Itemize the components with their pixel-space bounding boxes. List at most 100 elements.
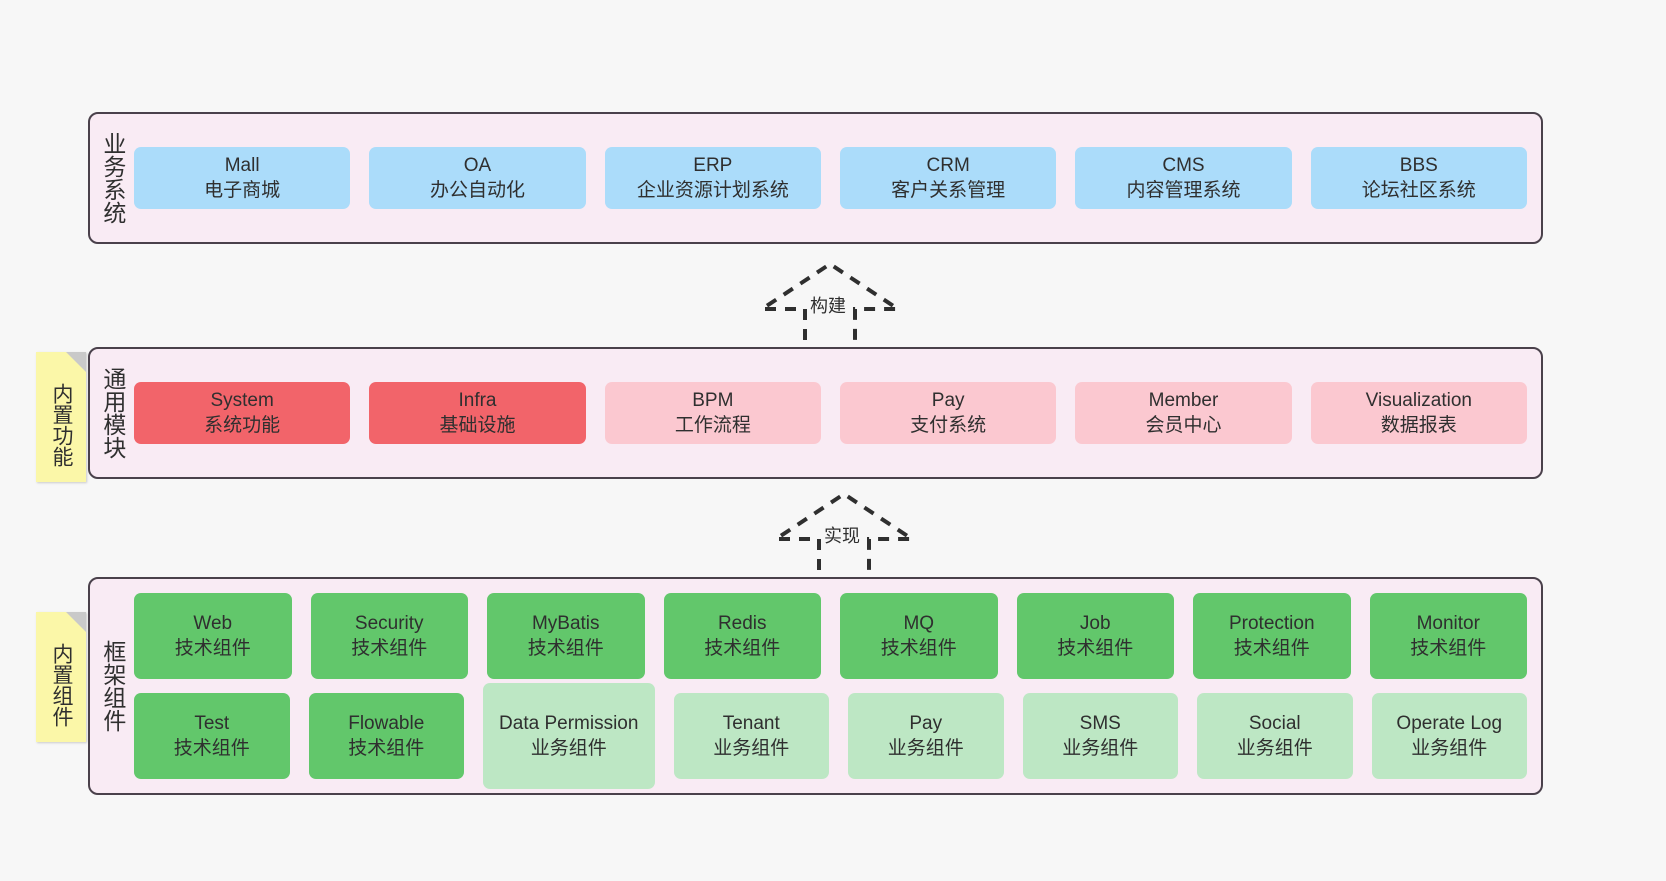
tier-business-system-row: Mall 电子商城 OA 办公自动化 ERP 企业资源计划系统 CRM 客户关系… (134, 146, 1527, 210)
card-erp-title: ERP (693, 154, 733, 176)
sticky-note-builtin-function-label: 内置功能 (49, 383, 73, 467)
card-protection-title: Protection (1228, 612, 1315, 634)
card-visualization[interactable]: Visualization 数据报表 (1310, 381, 1527, 445)
card-redis-title: Redis (717, 612, 767, 634)
card-flowable[interactable]: Flowable 技术组件 (308, 693, 464, 779)
arrow-build: 构建 (755, 261, 905, 342)
card-cms[interactable]: CMS 内容管理系统 (1075, 146, 1292, 210)
card-job-title: Job (1079, 612, 1111, 634)
card-protection[interactable]: Protection 技术组件 (1193, 593, 1351, 679)
card-pay-biz[interactable]: Pay 业务组件 (848, 693, 1004, 779)
card-data-permission-title: Data Permission (499, 712, 639, 734)
card-social[interactable]: Social 业务组件 (1197, 693, 1353, 779)
card-cms-title: CMS (1162, 154, 1205, 176)
card-mq-title: MQ (903, 612, 935, 634)
card-tenant[interactable]: Tenant 业务组件 (673, 693, 829, 779)
card-cms-subtitle: 内容管理系统 (1126, 180, 1241, 201)
card-visualization-title: Visualization (1365, 389, 1472, 411)
card-pay-biz-subtitle: 业务组件 (887, 738, 964, 759)
card-member[interactable]: Member 会员中心 (1075, 381, 1292, 445)
card-monitor[interactable]: Monitor 技术组件 (1369, 593, 1527, 679)
tier-framework-component-body: Web 技术组件 Security 技术组件 MyBatis 技术组件 Redi… (134, 579, 1541, 793)
card-oa-subtitle: 办公自动化 (429, 180, 525, 201)
card-oa[interactable]: OA 办公自动化 (369, 146, 586, 210)
card-redis-subtitle: 技术组件 (704, 638, 781, 659)
tier-framework-component-row-biz: Test 技术组件 Flowable 技术组件 Data Permission … (134, 683, 1527, 789)
card-sms[interactable]: SMS 业务组件 (1022, 693, 1178, 779)
card-pay[interactable]: Pay 支付系统 (839, 381, 1057, 445)
card-pay-subtitle: 支付系统 (910, 415, 987, 436)
card-test-title: Test (194, 712, 230, 734)
card-operate-log-subtitle: 业务组件 (1411, 738, 1488, 759)
card-bbs-subtitle: 论坛社区系统 (1361, 180, 1476, 201)
card-security-subtitle: 技术组件 (351, 638, 428, 659)
card-member-subtitle: 会员中心 (1145, 415, 1222, 436)
card-erp[interactable]: ERP 企业资源计划系统 (604, 146, 821, 210)
card-mall-subtitle: 电子商城 (204, 180, 281, 201)
card-bbs-title: BBS (1399, 154, 1438, 176)
tier-common-module: 通用模块 System 系统功能 Infra 基础设施 BPM 工作流程 Pay… (88, 347, 1543, 479)
tier-framework-component: 框架组件 Web 技术组件 Security 技术组件 MyBatis 技术组件… (88, 577, 1543, 795)
arrow-implement-glyph (769, 491, 919, 570)
sticky-note-builtin-function: 内置功能 (36, 352, 86, 482)
card-security[interactable]: Security 技术组件 (310, 593, 468, 679)
arrow-build-glyph (755, 261, 905, 340)
tier-framework-component-row-tech: Web 技术组件 Security 技术组件 MyBatis 技术组件 Redi… (134, 593, 1527, 679)
card-tenant-title: Tenant (722, 712, 780, 734)
card-sms-subtitle: 业务组件 (1062, 738, 1139, 759)
card-redis[interactable]: Redis 技术组件 (663, 593, 821, 679)
card-mall[interactable]: Mall 电子商城 (134, 146, 351, 210)
card-protection-subtitle: 技术组件 (1233, 638, 1310, 659)
card-mybatis[interactable]: MyBatis 技术组件 (487, 593, 645, 679)
card-tenant-subtitle: 业务组件 (713, 738, 790, 759)
card-bbs[interactable]: BBS 论坛社区系统 (1310, 146, 1527, 210)
card-test-subtitle: 技术组件 (173, 738, 250, 759)
card-system-subtitle: 系统功能 (204, 415, 281, 436)
card-system[interactable]: System 系统功能 (134, 381, 351, 445)
card-infra[interactable]: Infra 基础设施 (369, 381, 586, 445)
card-data-permission-subtitle: 业务组件 (530, 738, 607, 759)
arrow-implement: 实现 (769, 491, 919, 572)
card-crm-title: CRM (926, 154, 970, 176)
tier-business-system: 业务系统 Mall 电子商城 OA 办公自动化 ERP 企业资源计划系统 CRM… (88, 112, 1543, 244)
card-social-subtitle: 业务组件 (1236, 738, 1313, 759)
card-web-title: Web (193, 612, 233, 634)
card-bpm[interactable]: BPM 工作流程 (604, 381, 821, 445)
tier-business-system-body: Mall 电子商城 OA 办公自动化 ERP 企业资源计划系统 CRM 客户关系… (134, 114, 1541, 242)
card-mybatis-title: MyBatis (531, 612, 600, 634)
card-member-title: Member (1148, 389, 1219, 411)
tier-common-module-body: System 系统功能 Infra 基础设施 BPM 工作流程 Pay 支付系统… (134, 349, 1541, 477)
card-test[interactable]: Test 技术组件 (134, 693, 290, 779)
card-oa-title: OA (463, 154, 492, 176)
card-crm[interactable]: CRM 客户关系管理 (839, 146, 1057, 210)
card-web[interactable]: Web 技术组件 (134, 593, 292, 679)
arrow-build-label: 构建 (810, 296, 846, 316)
tier-common-module-label: 通用模块 (99, 367, 126, 459)
card-operate-log[interactable]: Operate Log 业务组件 (1371, 693, 1527, 779)
card-social-title: Social (1248, 712, 1301, 734)
card-mq[interactable]: MQ 技术组件 (840, 593, 998, 679)
card-operate-log-title: Operate Log (1396, 712, 1503, 734)
card-erp-subtitle: 企业资源计划系统 (636, 180, 789, 201)
card-bpm-title: BPM (692, 389, 734, 411)
card-pay-biz-title: Pay (909, 712, 943, 734)
sticky-fold-icon (66, 352, 86, 372)
sticky-note-builtin-component-label: 内置组件 (49, 643, 73, 727)
card-flowable-title: Flowable (348, 712, 425, 734)
card-data-permission[interactable]: Data Permission 业务组件 (483, 683, 655, 789)
sticky-fold-icon (66, 612, 86, 632)
card-security-title: Security (354, 612, 424, 634)
card-pay-title: Pay (931, 389, 965, 411)
arrow-implement-label: 实现 (824, 526, 860, 546)
card-sms-title: SMS (1079, 712, 1121, 734)
card-web-subtitle: 技术组件 (174, 638, 251, 659)
tier-framework-component-label: 框架组件 (99, 640, 126, 732)
sticky-note-builtin-component: 内置组件 (36, 612, 86, 742)
card-job-subtitle: 技术组件 (1057, 638, 1134, 659)
card-visualization-subtitle: 数据报表 (1380, 415, 1457, 436)
card-monitor-subtitle: 技术组件 (1410, 638, 1487, 659)
card-bpm-subtitle: 工作流程 (674, 415, 751, 436)
card-job[interactable]: Job 技术组件 (1016, 593, 1174, 679)
card-flowable-subtitle: 技术组件 (348, 738, 425, 759)
